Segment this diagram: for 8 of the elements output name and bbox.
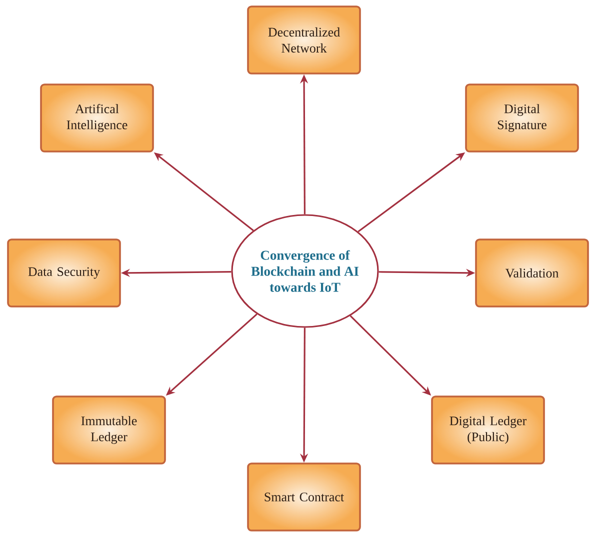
concept-box: Validation	[475, 238, 589, 308]
concept-box: Digital Ledger (Public)	[431, 396, 545, 464]
concept-box: Data Security	[7, 238, 121, 308]
concept-box: Digital Signature	[465, 84, 579, 152]
concept-box: Decentralized Network	[247, 6, 361, 74]
concept-box: Immutable Ledger	[52, 396, 166, 464]
concept-box: Artifical Intelligence	[40, 84, 154, 152]
concept-box: Smart Contract	[247, 462, 361, 532]
